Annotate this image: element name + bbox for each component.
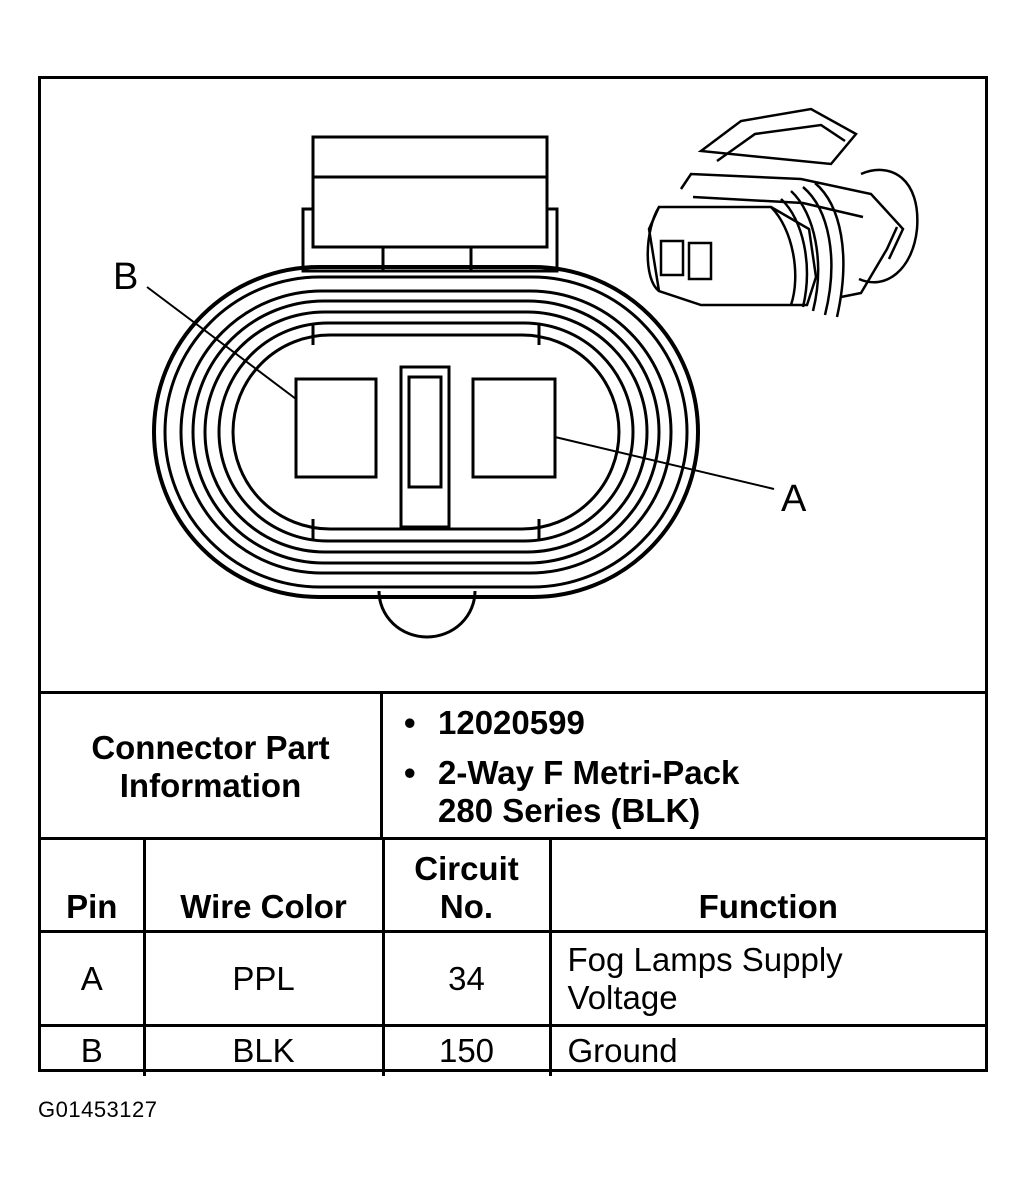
connector-face-diagram: B A — [113, 107, 919, 639]
connector-housing — [152, 265, 700, 599]
header-wire-color: Wire Color — [142, 837, 385, 933]
header-pin: Pin — [41, 837, 146, 933]
connector-figure-frame: B A Connector Part Information 12020599 … — [38, 76, 988, 1076]
center-divider — [399, 365, 451, 529]
cell-wire-color: BLK — [142, 1024, 385, 1076]
figure-id: G01453127 — [38, 1097, 158, 1122]
header-circuit-no: Circuit No. — [381, 837, 552, 933]
cell-circuit-no: 34 — [381, 930, 552, 1027]
terminal-b — [294, 377, 378, 479]
cell-pin: A — [41, 930, 146, 1027]
pin-table: Pin Wire Color Circuit No. Function A PP… — [41, 837, 985, 1076]
table-row: B BLK 150 Ground — [41, 1024, 985, 1076]
cell-function: Fog Lamps Supply Voltage — [548, 930, 985, 1027]
connector-perspective-view — [646, 107, 919, 318]
pin-table-header-row: Pin Wire Color Circuit No. Function — [41, 837, 985, 933]
cell-function: Ground — [548, 1024, 985, 1076]
connector-latch — [301, 135, 559, 273]
cell-wire-color: PPL — [142, 930, 385, 1027]
cell-circuit-no: 150 — [381, 1024, 552, 1076]
header-function: Function — [548, 837, 985, 933]
part-number: 12020599 — [404, 704, 985, 742]
connector-key — [377, 590, 477, 639]
connector-description: 2-Way F Metri-Pack 280 Series (BLK) — [404, 754, 985, 830]
connector-part-info-list: 12020599 2-Way F Metri-Pack 280 Series (… — [383, 694, 985, 839]
pin-label-b: B — [113, 256, 138, 298]
table-row: A PPL 34 Fog Lamps Supply Voltage — [41, 930, 985, 1027]
connector-part-info-label: Connector Part Information — [41, 694, 383, 839]
leader-line-a — [554, 436, 775, 490]
cell-pin: B — [41, 1024, 146, 1076]
pin-label-a: A — [781, 478, 807, 520]
terminal-a — [471, 377, 557, 479]
leader-line-b — [146, 286, 297, 400]
connector-part-info: Connector Part Information 12020599 2-Wa… — [41, 691, 985, 839]
